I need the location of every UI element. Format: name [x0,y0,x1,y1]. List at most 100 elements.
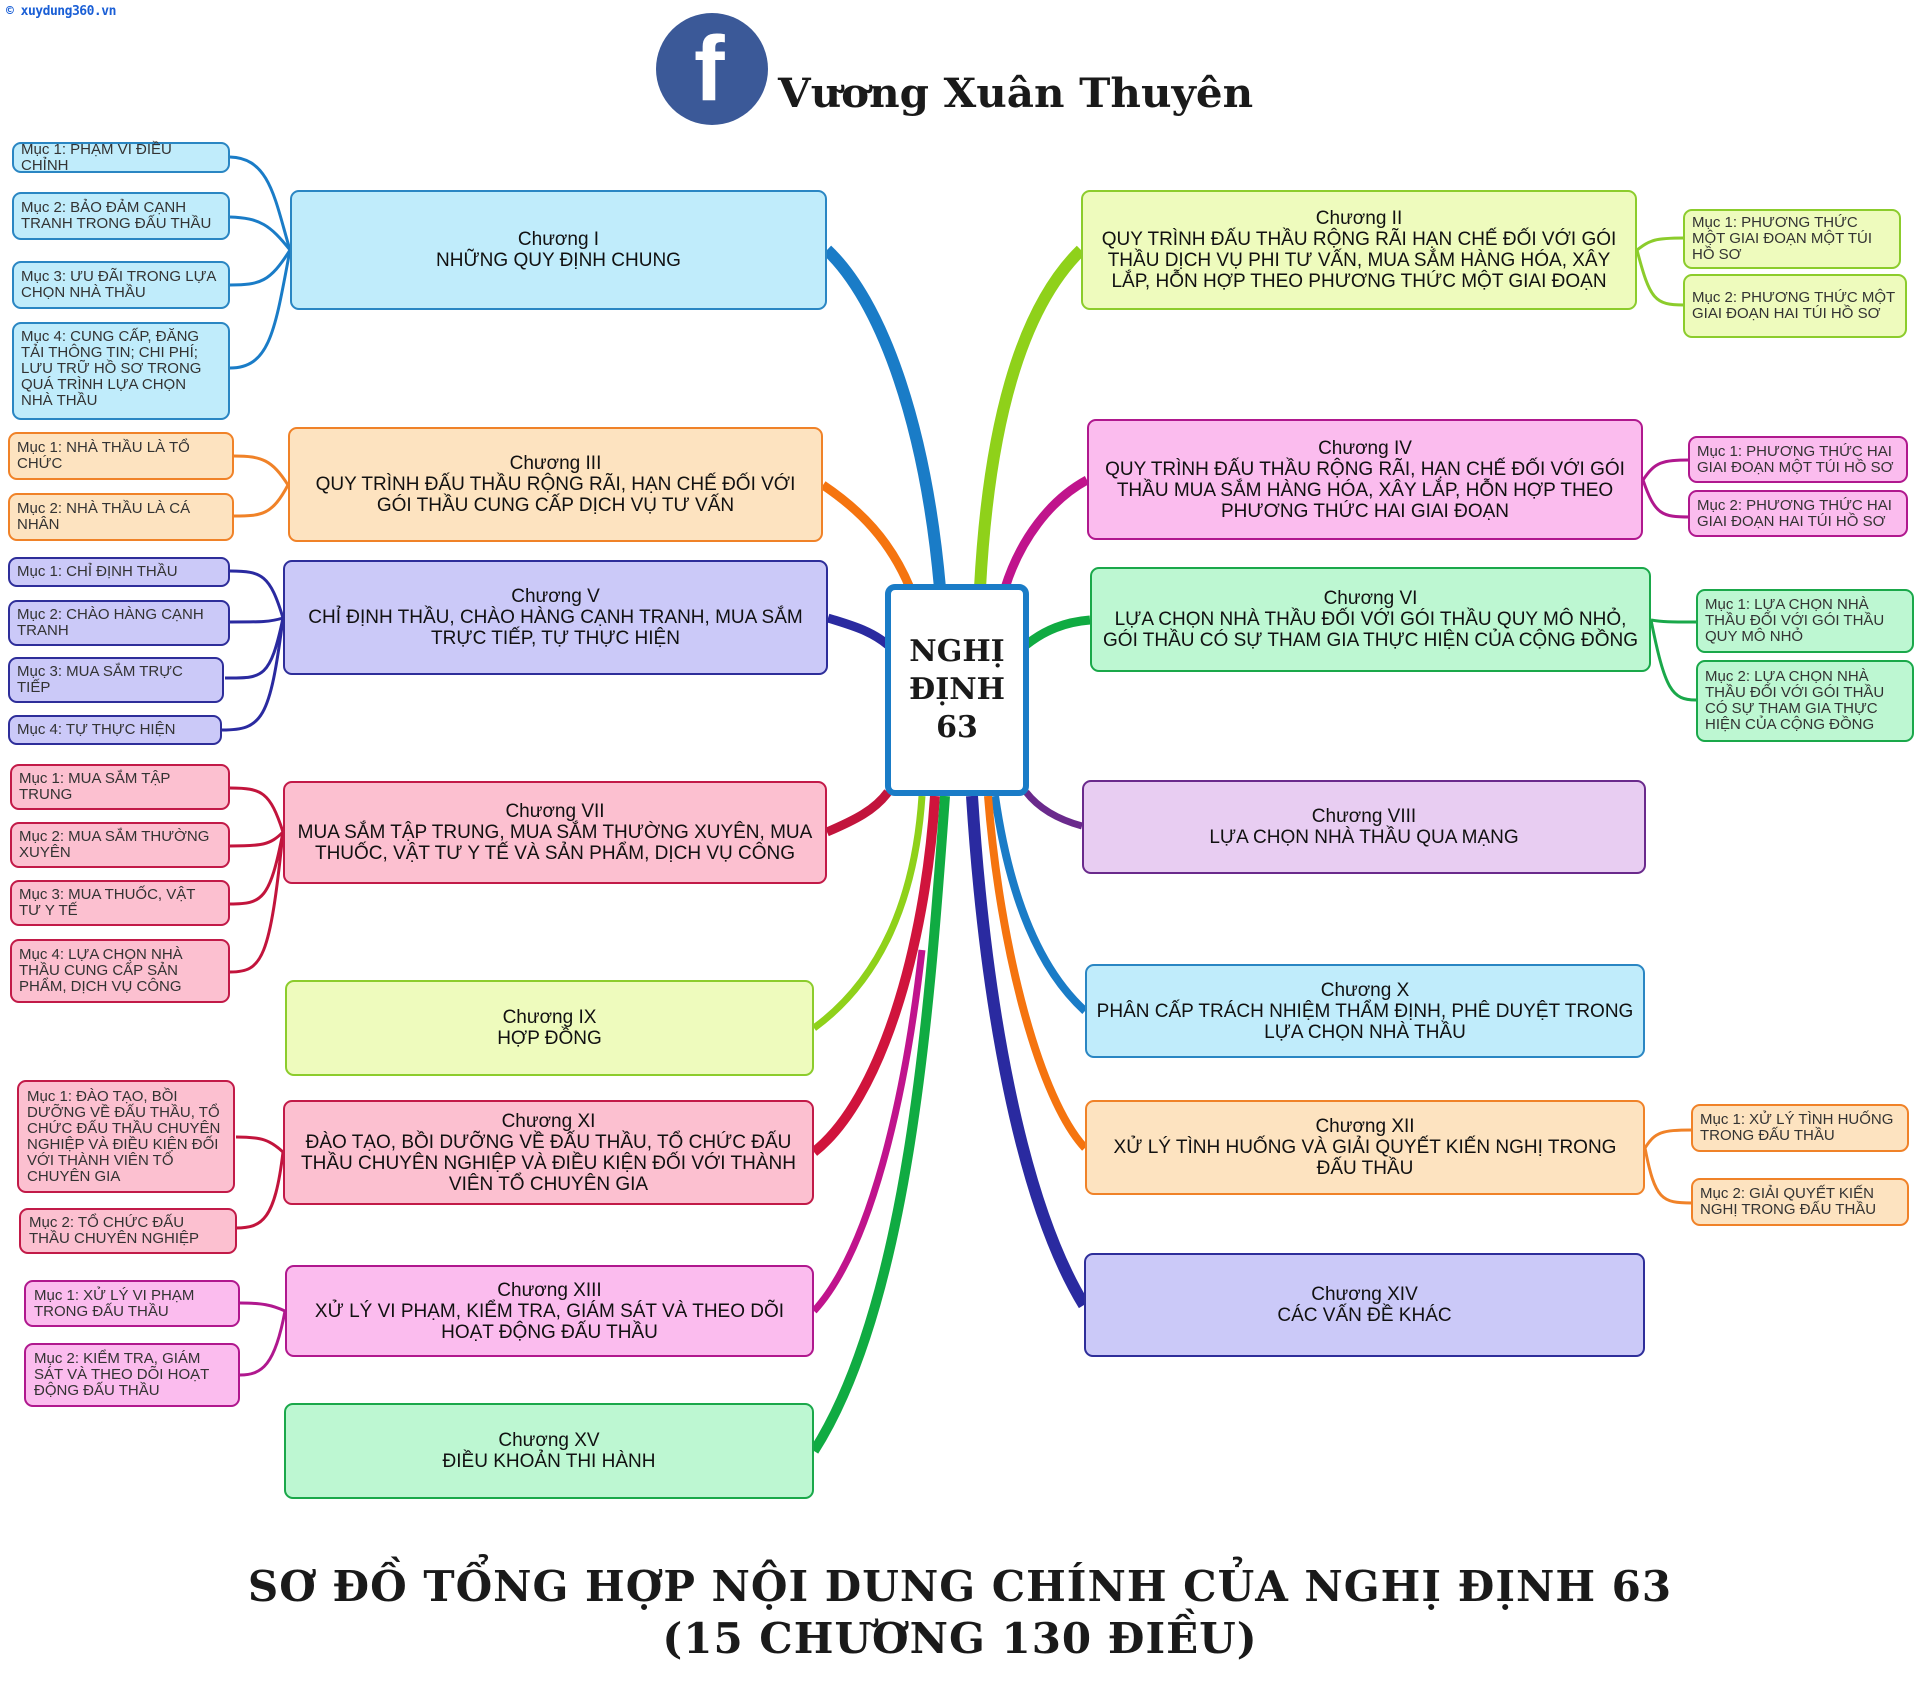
section-c7-3[interactable]: Mục 3: MUA THUỐC, VẬT TƯ Y TẾ [10,880,230,926]
section-c5-4[interactable]: Mục 4: TỰ THỰC HIỆN [8,715,222,745]
section-c1-1[interactable]: Mục 1: PHẠM VI ĐIỀU CHỈNH [12,141,230,173]
link-hub-c15 [809,795,950,1454]
chapter-15[interactable]: Chương XV ĐIỀU KHOẢN THI HÀNH [284,1403,814,1499]
chapter-title: CÁC VẤN ĐỀ KHÁC [1277,1305,1452,1326]
section-c1-3[interactable]: Mục 3: ƯU ĐÃI TRONG LỰA CHỌN NHÀ THẦU [12,261,230,309]
section-c1-4[interactable]: Mục 4: CUNG CẤP, ĐĂNG TẢI THÔNG TIN; CHI… [12,322,230,420]
chapter-11[interactable]: Chương XI ĐÀO TẠO, BỒI DƯỠNG VỀ ĐẤU THẦU… [283,1100,814,1205]
chapter-label: Chương V [511,586,600,607]
link-hub-c1 [822,245,946,589]
chapter-title: LỰA CHỌN NHÀ THẦU ĐỐI VỚI GÓI THẦU QUY M… [1103,609,1638,651]
link-hub-c5 [826,613,891,649]
hub-line3: 63 [936,710,978,745]
section-c2-1[interactable]: Mục 1: PHƯƠNG THỨC MỘT GIAI ĐOẠN MỘT TÚI… [1683,209,1901,269]
facebook-glyph: f [694,18,725,120]
chapter-label: Chương VII [505,801,605,822]
section-c5-2[interactable]: Mục 2: CHÀO HÀNG CẠNH TRANH [8,600,230,646]
link-hub-c14 [966,795,1090,1309]
section-c3-2[interactable]: Mục 2: NHÀ THẦU LÀ CÁ NHÂN [8,493,234,541]
link-hub-c9 [811,795,926,1031]
chapter-7[interactable]: Chương VII MUA SẮM TẬP TRUNG, MUA SẮM TH… [283,781,827,884]
section-c4-1[interactable]: Mục 1: PHƯƠNG THỨC HAI GIAI ĐOẠN MỘT TÚI… [1688,436,1908,483]
hub-line2: ĐỊNH [908,672,1006,707]
section-c12-2[interactable]: Mục 2: GIẢI QUYẾT KIẾN NGHỊ TRONG ĐẤU TH… [1691,1178,1909,1226]
chapter-8[interactable]: Chương VIII LỰA CHỌN NHÀ THẦU QUA MẠNG [1082,780,1646,874]
section-c4-2[interactable]: Mục 2: PHƯƠNG THỨC HAI GIAI ĐOẠN HAI TÚI… [1688,490,1908,537]
chapter-title: QUY TRÌNH ĐẤU THẦU RỘNG RÃI, HẠN CHẾ ĐỐI… [315,474,796,516]
chapter-title: CHỈ ĐỊNH THẦU, CHÀO HÀNG CẠNH TRANH, MUA… [308,607,803,649]
chapter-title: QUY TRÌNH ĐẤU THẦU RỘNG RÃI, HẠN CHẾ ĐỐI… [1105,458,1625,522]
chapter-title: PHÂN CẤP TRÁCH NHIỆM THẨM ĐỊNH, PHÊ DUYỆ… [1096,1000,1634,1043]
links-c5-sections [221,569,285,732]
chapter-label: Chương X [1320,979,1410,1001]
link-hub-c7 [825,789,892,837]
chapter-2[interactable]: Chương II QUY TRÌNH ĐẤU THẦU RỘNG RÃI HẠ… [1081,190,1637,310]
chapter-title: ĐIỀU KHOẢN THI HÀNH [442,1451,656,1472]
links-c13-sections [239,1301,287,1377]
link-hub-c12 [984,795,1088,1151]
section-c7-1[interactable]: Mục 1: MUA SẮM TẬP TRUNG [10,764,230,810]
chapter-label: Chương II [1315,208,1403,229]
chapter-label: Chương XIII [497,1279,602,1301]
author-name: Vương Xuân Thuyên [778,70,1254,117]
chapter-title: ĐÀO TẠO, BỒI DƯỠNG VỀ ĐẤU THẦU, TỔ CHỨC … [301,1131,796,1195]
section-c6-2[interactable]: Mục 2: LỰA CHỌN NHÀ THẦU ĐỐI VỚI GÓI THẦ… [1696,660,1914,742]
section-c5-3[interactable]: Mục 3: MUA SẮM TRỰC TIẾP [8,657,224,703]
chapter-12[interactable]: Chương XII XỬ LÝ TÌNH HUỐNG VÀ GIẢI QUYẾ… [1085,1100,1645,1195]
link-hub-c10 [991,795,1088,1014]
links-c4-sections [1641,458,1691,519]
chapter-title: XỬ LÝ TÌNH HUỐNG VÀ GIẢI QUYẾT KIẾN NGHỊ… [1113,1137,1617,1179]
chapter-1[interactable]: Chương I NHỮNG QUY ĐỊNH CHUNG [290,190,827,310]
section-c11-1[interactable]: Mục 1: ĐÀO TẠO, BỒI DƯỠNG VỀ ĐẤU THẦU, T… [17,1080,235,1193]
section-c5-1[interactable]: Mục 1: CHỈ ĐỊNH THẦU [8,557,230,587]
diagram-title: SƠ ĐỒ TỔNG HỢP NỘI DUNG CHÍNH CỦA NGHỊ Đ… [247,1562,1673,1611]
links-c3-sections [233,454,290,518]
section-c7-4[interactable]: Mục 4: LỰA CHỌN NHÀ THẦU CUNG CẤP SẢN PH… [10,939,230,1003]
links-c2-sections [1635,236,1685,307]
chapter-label: Chương XII [1315,1116,1415,1137]
section-c1-2[interactable]: Mục 2: BẢO ĐẢM CẠNH TRANH TRONG ĐẤU THẦU [12,192,230,240]
link-hub-c8 [1023,789,1083,830]
link-hub-c6 [1023,615,1091,649]
link-hub-c2 [974,245,1086,589]
chapter-5[interactable]: Chương V CHỈ ĐỊNH THẦU, CHÀO HÀNG CẠNH T… [283,560,828,675]
watermark: © xuydung360.vn [6,4,116,19]
chapter-title: XỬ LÝ VI PHẠM, KIỂM TRA, GIÁM SÁT VÀ THE… [314,1300,785,1343]
chapter-label: Chương VI [1323,588,1418,609]
section-c12-1[interactable]: Mục 1: XỬ LÝ TÌNH HUỐNG TRONG ĐẤU THẦU [1691,1104,1909,1152]
chapter-label: Chương XV [498,1430,600,1451]
chapter-13[interactable]: Chương XIII XỬ LÝ VI PHẠM, KIỂM TRA, GIÁ… [285,1265,814,1357]
link-hub-c13 [811,949,926,1314]
chapter-title: NHỮNG QUY ĐỊNH CHUNG [436,250,681,271]
chapter-label: Chương VIII [1311,806,1417,827]
facebook-icon: f [656,13,768,125]
chapter-10[interactable]: Chương X PHÂN CẤP TRÁCH NHIỆM THẨM ĐỊNH,… [1085,964,1645,1058]
chapter-9[interactable]: Chương IX HỢP ĐỒNG [285,980,814,1076]
chapter-3[interactable]: Chương III QUY TRÌNH ĐẤU THẦU RỘNG RÃI, … [288,427,823,542]
chapter-title: MUA SẮM TẬP TRUNG, MUA SẮM THƯỜNG XUYÊN,… [297,822,813,864]
chapter-title: HỢP ĐỒNG [497,1028,602,1049]
links-c7-sections [229,786,285,974]
chapter-label: Chương IX [502,1007,597,1028]
chapter-label: Chương IV [1318,437,1412,459]
chapter-title: QUY TRÌNH ĐẤU THẦU RỘNG RÃI HẠN CHẾ ĐỐI … [1101,229,1617,292]
section-c6-1[interactable]: Mục 1: LỰA CHỌN NHÀ THẦU ĐỐI VỚI GÓI THẦ… [1696,589,1914,653]
chapter-6[interactable]: Chương VI LỰA CHỌN NHÀ THẦU ĐỐI VỚI GÓI … [1090,567,1651,672]
chapter-14[interactable]: Chương XIV CÁC VẤN ĐỀ KHÁC [1084,1253,1645,1357]
links-c12-sections [1643,1128,1693,1205]
link-hub-c4 [1000,476,1090,590]
chapter-title: LỰA CHỌN NHÀ THẦU QUA MẠNG [1209,827,1519,848]
link-hub-c3 [820,481,915,590]
section-c13-2[interactable]: Mục 2: KIỂM TRA, GIÁM SÁT VÀ THEO DÕI HO… [24,1343,240,1407]
chapter-4[interactable]: Chương IV QUY TRÌNH ĐẤU THẦU RỘNG RÃI, H… [1087,419,1643,540]
chapter-label: Chương XIV [1311,1284,1418,1305]
section-c2-2[interactable]: Mục 2: PHƯƠNG THỨC MỘT GIAI ĐOẠN HAI TÚI… [1683,274,1907,338]
chapter-label: Chương I [517,229,600,250]
section-c11-2[interactable]: Mục 2: TỔ CHỨC ĐẤU THẦU CHUYÊN NGHIỆP [19,1208,237,1254]
links-c1-sections [229,155,292,370]
section-c3-1[interactable]: Mục 1: NHÀ THẦU LÀ TỔ CHỨC [8,432,234,480]
section-c7-2[interactable]: Mục 2: MUA SẮM THƯỜNG XUYÊN [10,822,230,868]
section-c13-1[interactable]: Mục 1: XỬ LÝ VI PHẠM TRONG ĐẤU THẦU [24,1280,240,1327]
